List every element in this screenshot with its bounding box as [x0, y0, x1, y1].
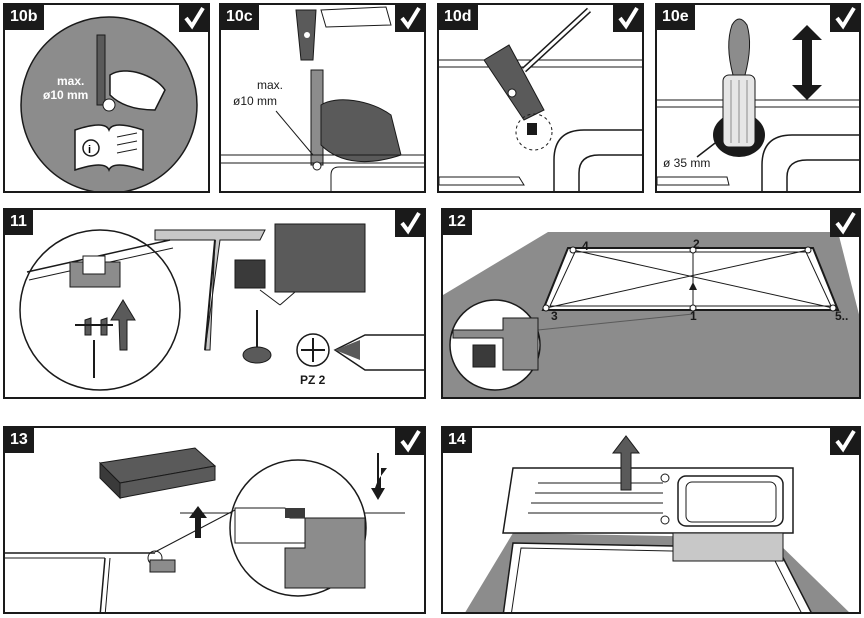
- panel-step-10c: 10c max. ø10 mm: [219, 3, 426, 193]
- diameter-label-line1: max.: [57, 74, 85, 88]
- diameter-label: ø 35 mm: [663, 156, 711, 170]
- step-number: 12: [443, 210, 472, 235]
- illustration-14: [465, 435, 849, 612]
- diameter-label-line2: ø10 mm: [43, 88, 89, 102]
- point-label-5: 5..: [835, 309, 849, 323]
- step-number: 10e: [657, 5, 695, 30]
- illustration-13: [5, 447, 405, 612]
- panel-step-14: 14: [441, 426, 861, 614]
- panel-step-11: 11 PZ 2: [3, 208, 426, 399]
- panel-step-12: 12 4 2 3 1 5..: [441, 208, 861, 399]
- illustration-10e: [657, 18, 859, 191]
- step-number: 14: [443, 428, 472, 453]
- checkmark-icon: [613, 5, 642, 32]
- illustration-10d: [439, 7, 642, 191]
- diameter-label-line2: ø10 mm: [233, 94, 278, 108]
- illustration-11: [19, 223, 424, 391]
- checkmark-icon: [395, 5, 424, 32]
- checkmark-icon: [395, 428, 424, 455]
- step-number: 10b: [5, 5, 44, 30]
- point-label-4: 4: [582, 239, 589, 253]
- diameter-label-line1: max.: [257, 78, 284, 92]
- illustration-10c: [221, 6, 424, 191]
- step-number: 13: [5, 428, 34, 453]
- panel-step-10b: 10b i max. ø10 mm: [3, 3, 210, 193]
- panel-step-13: 13: [3, 426, 426, 614]
- illustration-12: [443, 232, 859, 397]
- step-number: 10c: [221, 5, 259, 30]
- checkmark-icon: [179, 5, 208, 32]
- step-number: 11: [5, 210, 33, 235]
- panel-step-10e: 10e ø 35 mm: [655, 3, 861, 193]
- checkmark-icon: [830, 210, 859, 237]
- panel-step-10d: 10d: [437, 3, 644, 193]
- point-label-1: 1: [690, 309, 697, 323]
- checkmark-icon: [830, 428, 859, 455]
- point-label-2: 2: [693, 237, 700, 251]
- svg-text:i: i: [88, 144, 91, 156]
- illustration-10b: i: [20, 16, 198, 191]
- checkmark-icon: [395, 210, 424, 237]
- point-label-3: 3: [551, 309, 558, 323]
- step-number: 10d: [439, 5, 478, 30]
- checkmark-icon: [830, 5, 859, 32]
- screwdriver-size-label: PZ 2: [300, 373, 326, 387]
